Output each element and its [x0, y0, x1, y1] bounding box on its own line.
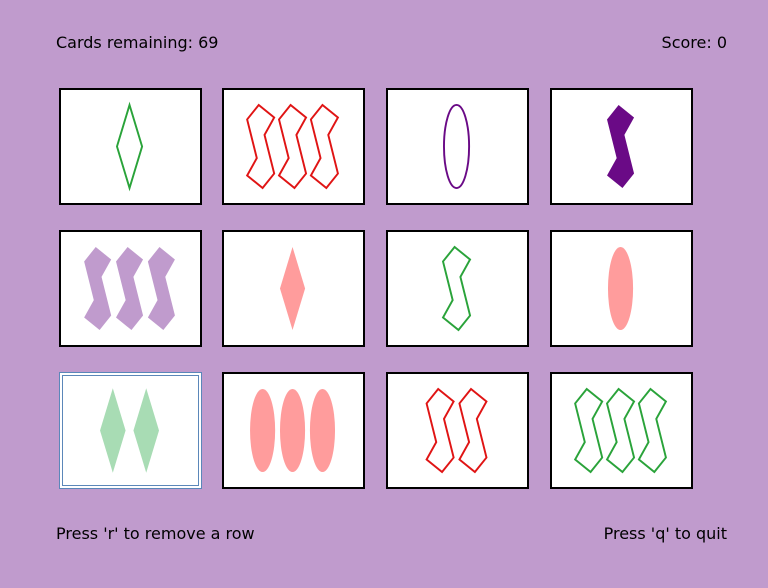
squiggle-symbol	[637, 387, 668, 474]
squiggle-symbol	[605, 387, 636, 474]
card-11[interactable]	[386, 372, 529, 489]
card-1[interactable]	[59, 88, 202, 205]
card-4[interactable]	[550, 88, 693, 205]
oval-symbol	[607, 246, 634, 331]
card-symbols	[573, 387, 668, 474]
squiggle-symbol	[309, 103, 340, 190]
card-symbols	[84, 246, 175, 331]
diamond-symbol	[133, 388, 160, 473]
card-3[interactable]	[386, 88, 529, 205]
oval-symbol	[443, 104, 471, 189]
card-9[interactable]	[59, 372, 202, 489]
card-8[interactable]	[550, 230, 693, 347]
squiggle-symbol	[116, 246, 144, 331]
squiggle-symbol	[277, 103, 308, 190]
card-symbols	[443, 104, 471, 189]
quit-hint: Press 'q' to quit	[603, 524, 727, 543]
squiggle-symbol	[458, 387, 488, 474]
card-symbols	[250, 388, 336, 473]
card-6[interactable]	[222, 230, 365, 347]
card-symbols	[115, 101, 144, 192]
score-counter: Score: 0	[661, 33, 727, 52]
diamond-symbol	[279, 246, 306, 331]
remove-row-hint: Press 'r' to remove a row	[56, 524, 255, 543]
squiggle-symbol	[607, 104, 635, 189]
card-7[interactable]	[386, 230, 529, 347]
oval-symbol	[309, 388, 336, 473]
card-5[interactable]	[59, 230, 202, 347]
squiggle-symbol	[441, 245, 472, 332]
cards-remaining-counter: Cards remaining: 69	[56, 33, 219, 52]
oval-symbol	[250, 388, 276, 473]
card-symbols	[279, 246, 306, 331]
squiggle-symbol	[245, 103, 276, 190]
oval-symbol	[279, 388, 306, 473]
squiggle-symbol	[147, 246, 175, 331]
card-symbols	[607, 246, 634, 331]
diamond-symbol	[100, 388, 126, 473]
card-2[interactable]	[222, 88, 365, 205]
card-12[interactable]	[550, 372, 693, 489]
card-symbols	[425, 387, 488, 474]
card-10[interactable]	[222, 372, 365, 489]
card-symbols	[607, 104, 635, 189]
card-symbols	[100, 388, 160, 473]
card-symbols	[441, 245, 472, 332]
squiggle-symbol	[425, 387, 455, 474]
diamond-symbol	[115, 101, 144, 192]
squiggle-symbol	[84, 246, 112, 331]
card-symbols	[245, 103, 340, 190]
squiggle-symbol	[573, 387, 604, 474]
